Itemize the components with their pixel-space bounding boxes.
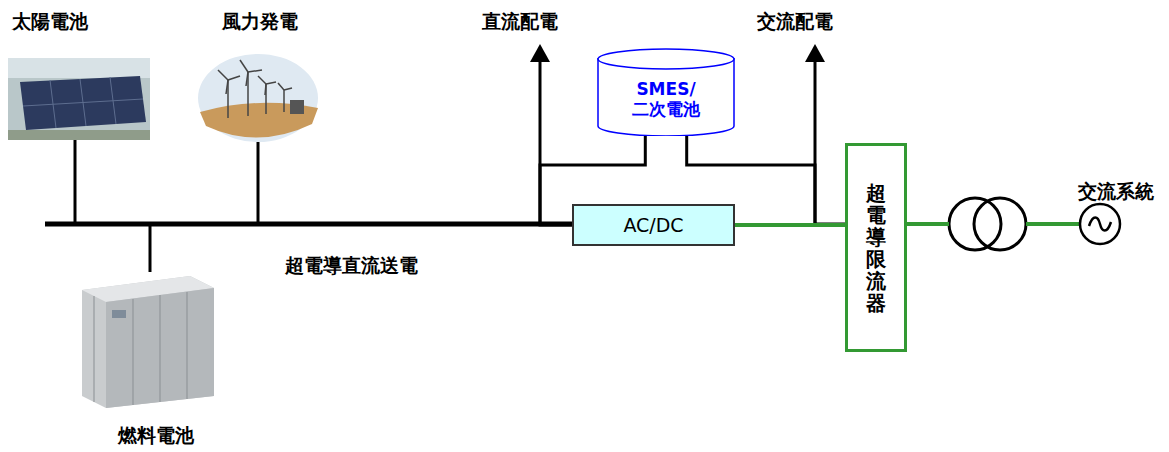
caption-label: 燃料電池	[118, 424, 194, 447]
ac-line	[907, 222, 1080, 226]
storage-cylinder: SMES/ 二次電池	[597, 48, 735, 136]
arrow-head	[805, 44, 825, 62]
caption-label: 直流配電	[482, 10, 558, 33]
ac-source-symbol	[1080, 204, 1120, 244]
caption-label: 太陽電池	[12, 10, 88, 33]
caption-label: 交流配電	[757, 10, 833, 33]
caption-label: 交流系統	[1078, 180, 1154, 203]
fuel-cell-picture	[82, 276, 214, 408]
connector-line	[735, 225, 845, 226]
wind-farm-picture	[198, 54, 318, 142]
limiter-box: 超電導限流器	[845, 143, 907, 352]
converter-text: AC/DC	[623, 214, 683, 236]
arrow-head	[530, 44, 550, 62]
storage-text: SMES/ 二次電池	[616, 80, 716, 119]
solar-panel-picture	[8, 58, 150, 140]
caption-label: 超電導直流送電	[285, 254, 418, 277]
vertical-text: 超電導限流器	[866, 182, 886, 314]
caption-label: 風力発電	[222, 10, 298, 33]
converter-box: AC/DC	[572, 204, 735, 246]
transformer-symbol	[949, 198, 1026, 250]
